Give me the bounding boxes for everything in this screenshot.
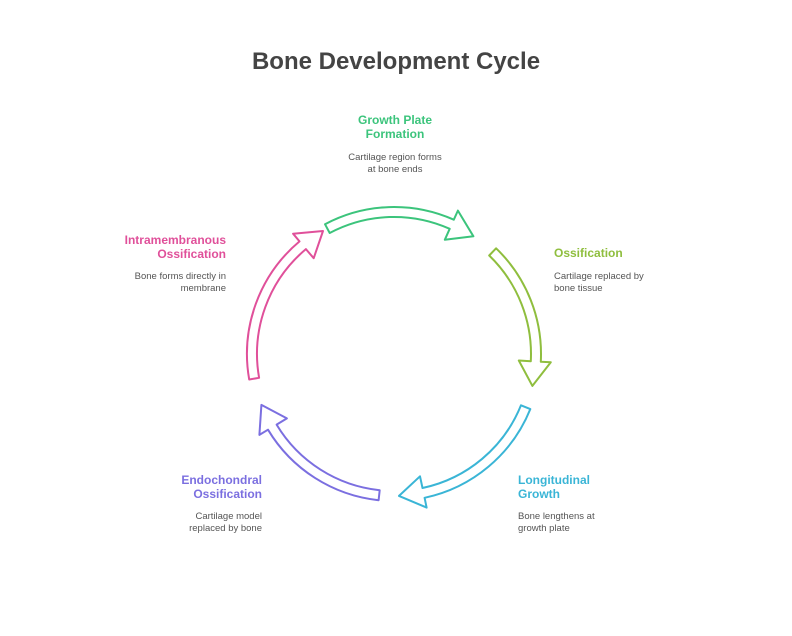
- stage-title-endochondral-ossification: Endochondral Ossification: [181, 473, 262, 501]
- arrow-endochondral-ossification: [258, 403, 381, 502]
- stage-title-longitudinal-growth: Longitudinal Growth: [518, 473, 590, 501]
- arrow-ossification: [488, 247, 552, 387]
- stage-title-ossification: Ossification: [554, 246, 623, 260]
- stage-desc-longitudinal-growth: Bone lengthens at growth plate: [518, 511, 595, 534]
- stage-title-intramembranous-ossification: Intramembranous Ossification: [124, 233, 226, 261]
- stage-desc-ossification: Cartilage replaced by bone tissue: [554, 271, 644, 294]
- stage-desc-endochondral-ossification: Cartilage model replaced by bone: [189, 511, 262, 534]
- stage-title-growth-plate-formation: Growth Plate Formation: [357, 113, 432, 141]
- arrow-growth-plate-formation: [324, 206, 475, 241]
- diagram-title: Bone Development Cycle: [251, 48, 541, 75]
- arrow-longitudinal-growth: [398, 404, 532, 509]
- stage-desc-intramembranous-ossification: Bone forms directly in membrane: [134, 271, 226, 294]
- stage-desc-growth-plate-formation: Cartilage region forms at bone ends: [348, 152, 442, 175]
- arrow-intramembranous-ossification: [246, 230, 324, 381]
